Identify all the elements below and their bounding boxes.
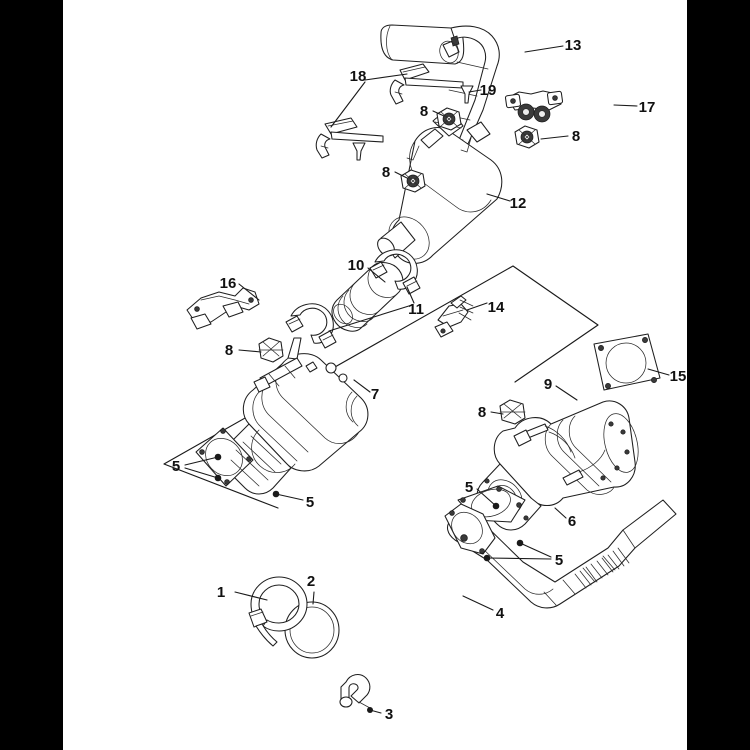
part-v-band-clamp xyxy=(248,576,308,647)
callout-6: 6 xyxy=(568,513,576,530)
part-front-exhaust-pipe xyxy=(444,499,677,609)
part-tailpipe xyxy=(380,24,500,145)
part-pipe-clamp-lower xyxy=(285,303,337,349)
leader-lines xyxy=(184,45,670,714)
callout-labels: 1 2 3 4 5 5 5 5 6 7 8 8 8 8 8 9 10 11 12… xyxy=(172,37,687,723)
callout-8-d: 8 xyxy=(572,128,580,145)
part-nut-d xyxy=(258,337,284,363)
callout-11: 11 xyxy=(408,301,424,318)
part-gasket-ring xyxy=(284,601,340,659)
part-bolt-upper xyxy=(460,85,474,104)
part-hanger-rod-lower xyxy=(315,117,384,159)
callout-8-c: 8 xyxy=(382,164,390,181)
callout-16: 16 xyxy=(220,275,237,292)
part-exhaust-flange-gasket xyxy=(593,333,661,391)
callout-19: 19 xyxy=(480,82,497,99)
callout-14: 14 xyxy=(488,299,505,316)
part-pipe-clamp-upper xyxy=(369,249,421,295)
callout-12: 12 xyxy=(510,195,527,212)
callout-5-d: 5 xyxy=(555,552,563,569)
part-hanger-rod-upper xyxy=(389,63,464,105)
callout-8-a: 8 xyxy=(225,342,233,359)
diagram-canvas: 1 2 3 4 5 5 5 5 6 7 8 8 8 8 8 9 10 11 12… xyxy=(63,0,687,750)
part-diesel-particulate-filter xyxy=(195,337,369,495)
callout-9: 9 xyxy=(544,376,552,393)
callout-15: 15 xyxy=(670,368,687,385)
callout-7: 7 xyxy=(371,386,379,403)
part-muffler xyxy=(377,113,503,264)
callout-10: 10 xyxy=(348,257,365,274)
assembly-group-outline xyxy=(163,265,599,509)
part-nut-e xyxy=(499,399,526,425)
part-sensor-bracket xyxy=(339,673,371,709)
part-nut-c xyxy=(514,125,540,149)
callout-8-b: 8 xyxy=(420,103,428,120)
part-nut-a xyxy=(436,107,462,131)
callout-3: 3 xyxy=(385,706,393,723)
callout-4: 4 xyxy=(496,605,505,622)
part-isolator-bracket xyxy=(186,287,260,330)
callout-5-a: 5 xyxy=(172,458,180,475)
callout-13: 13 xyxy=(565,37,582,54)
parts-diagram: 1 2 3 4 5 5 5 5 6 7 8 8 8 8 8 9 10 11 12… xyxy=(163,24,687,723)
callout-18: 18 xyxy=(350,68,367,85)
part-bolt-lower xyxy=(352,142,366,161)
callout-1: 1 xyxy=(217,584,225,601)
callout-2: 2 xyxy=(307,573,315,590)
part-nut-b xyxy=(400,169,426,193)
callout-5-c: 5 xyxy=(465,479,473,496)
part-flex-pipe xyxy=(331,261,404,332)
callout-5-b: 5 xyxy=(306,494,314,511)
part-exhaust-hanger xyxy=(504,90,564,123)
callout-8-e: 8 xyxy=(478,404,486,421)
callout-17: 17 xyxy=(639,99,656,116)
part-hanger-bracket xyxy=(434,295,474,338)
